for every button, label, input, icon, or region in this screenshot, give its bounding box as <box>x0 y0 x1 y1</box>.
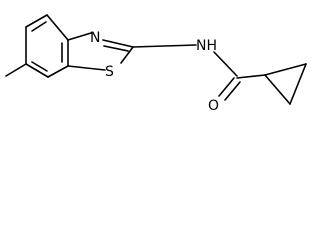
bond-carbonyl-cyclopropyl <box>236 74 266 79</box>
bond-benzene-2 <box>47 65 69 78</box>
bond-thiazole-c-n <box>67 32 92 41</box>
bond-thiazole-n-c2-double <box>103 45 129 52</box>
bond-carbonyl-o-double <box>224 81 241 101</box>
bond-thiazole-c2-s <box>120 46 134 64</box>
bond-methyl <box>5 63 27 77</box>
bond-cyclopropyl-3 <box>264 74 291 105</box>
bond-benzene-double-c <box>31 21 47 32</box>
atom-label-n-thiazole: N <box>90 30 100 46</box>
bond-nh-carbonyl <box>213 51 238 77</box>
molecule-diagram: N S NH O <box>5 14 307 114</box>
atom-label-s-thiazole: S <box>105 64 114 80</box>
bond-cyclopropyl-2 <box>289 63 307 105</box>
structure-canvas: N S NH O <box>0 0 314 120</box>
bond-thiazole-n-c2 <box>102 39 134 48</box>
bond-benzene-5 <box>25 14 48 28</box>
bond-thiazole-s-c <box>67 65 106 71</box>
atom-label-o-carbonyl: O <box>208 98 219 114</box>
bond-carbonyl-o <box>218 77 235 97</box>
bond-c2-nh <box>132 44 197 48</box>
atom-label-nh-amide: NH <box>196 38 217 54</box>
bond-benzene-4 <box>46 14 69 41</box>
bond-benzene-1 <box>25 63 49 78</box>
bond-benzene-double-a <box>31 61 48 72</box>
bond-cyclopropyl-1 <box>264 63 307 76</box>
